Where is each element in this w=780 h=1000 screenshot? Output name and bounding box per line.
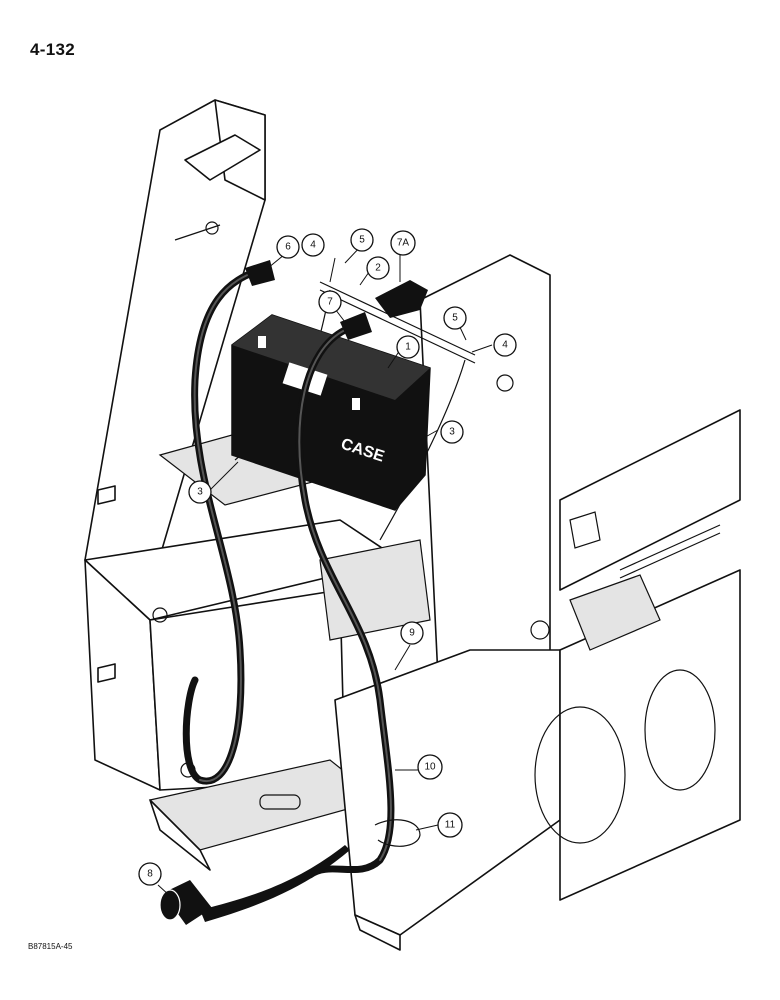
callout-label: 3 [449,427,455,438]
callout-5-right: 5 [443,306,467,330]
callout-label: 10 [424,762,436,773]
callout-label: 6 [285,242,291,253]
negative-cable [182,260,275,785]
callout-label: 5 [359,235,365,246]
callout-label: 8 [147,869,153,880]
callout-label: 9 [409,628,415,639]
callout-3-left: 3 [188,480,212,504]
page-number: 4-132 [30,40,75,59]
callout-1: 1 [396,335,420,359]
drawing-code: B87815A-45 [28,942,73,951]
callout-label: 2 [375,263,381,274]
left-upright [84,99,266,591]
callout-label: 5 [452,313,458,324]
callout-label: 4 [310,240,316,251]
ground-strap [159,845,350,925]
positive-cable [295,312,421,879]
callout-label: 7A [397,238,410,249]
callout-2: 2 [366,256,390,280]
callout-7: 7 [318,290,342,314]
callout-label: 3 [197,487,203,498]
callout-9: 9 [400,621,424,645]
callout-7a: 7A [390,230,416,256]
callout-8: 8 [138,862,162,886]
callout-label: 7 [327,297,333,308]
side-chassis [534,409,741,901]
callout-10: 10 [417,754,443,780]
callout-11: 11 [437,812,463,838]
callout-5-left: 5 [350,228,374,252]
callout-3-right: 3 [440,420,464,444]
battery: CASE [231,314,431,511]
callout-6: 6 [276,235,300,259]
callout-4-left: 4 [301,233,325,257]
callout-4-right: 4 [493,333,517,357]
callout-label: 4 [502,340,508,351]
callout-label: 11 [445,820,456,831]
callout-label: 1 [405,342,411,353]
